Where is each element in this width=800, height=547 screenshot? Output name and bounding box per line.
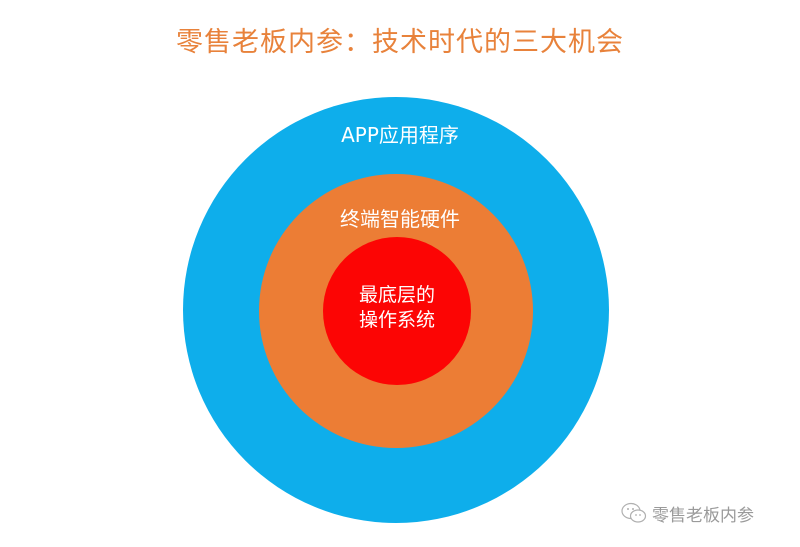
middle-circle-label: 终端智能硬件 — [340, 207, 460, 231]
watermark: 零售老板内参 — [620, 498, 754, 528]
watermark-text: 零售老板内参 — [652, 505, 754, 526]
wechat-icon — [621, 502, 647, 523]
inner-circle-os-layer — [323, 237, 471, 385]
inner-circle-label: 最底层的 操作系统 — [323, 283, 471, 333]
inner-circle-label-line1: 最底层的 — [358, 284, 435, 306]
outer-circle-label: APP应用程序 — [341, 123, 459, 147]
inner-circle-label-line2: 操作系统 — [358, 309, 435, 331]
diagram-title: 零售老板内参：技术时代的三大机会 — [176, 27, 624, 58]
